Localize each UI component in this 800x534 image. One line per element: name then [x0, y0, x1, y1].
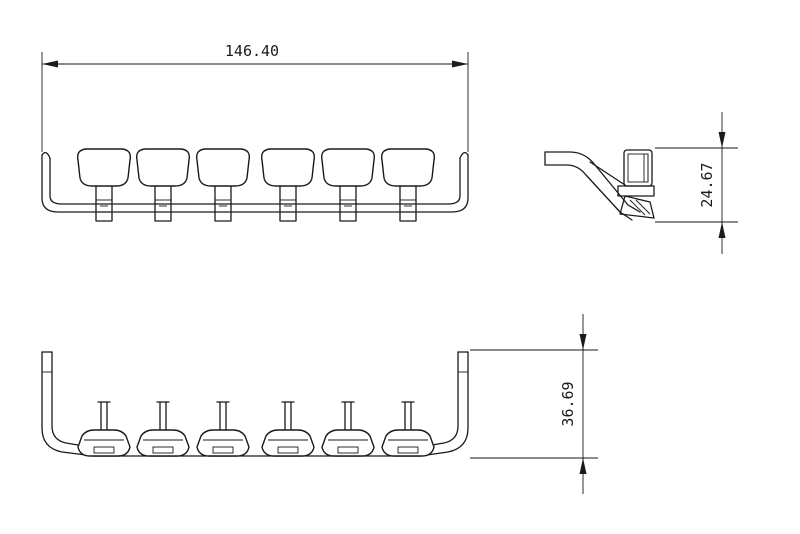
width-dimension-label: 146.40 [225, 42, 279, 60]
front-lamp-3 [195, 148, 251, 222]
front-lamp-group [76, 148, 436, 222]
front-view [41, 148, 469, 222]
side-view [544, 149, 655, 221]
bottom-lamp-4 [261, 401, 315, 457]
bottom-view [41, 351, 469, 457]
bottom-lamp-3 [196, 401, 250, 457]
bottom-lamp-1 [77, 401, 131, 457]
width-dimension: 146.40 [41, 42, 469, 152]
front-lamp-5 [320, 148, 376, 222]
front-lamp-6 [380, 148, 436, 222]
bottom-lamp-6 [381, 401, 435, 457]
side-height-dimension: 24.67 [655, 112, 738, 254]
bottom-lamp-2 [136, 401, 190, 457]
front-lamp-1 [76, 148, 132, 222]
bottom-height-dimension-label: 36.69 [559, 381, 577, 426]
bottom-lamp-5 [321, 401, 375, 457]
side-height-dimension-label: 24.67 [698, 162, 716, 207]
front-lamp-4 [260, 148, 316, 222]
bottom-lamp-group [77, 401, 435, 457]
front-lamp-2 [135, 148, 191, 222]
bottom-height-dimension: 36.69 [470, 314, 598, 494]
